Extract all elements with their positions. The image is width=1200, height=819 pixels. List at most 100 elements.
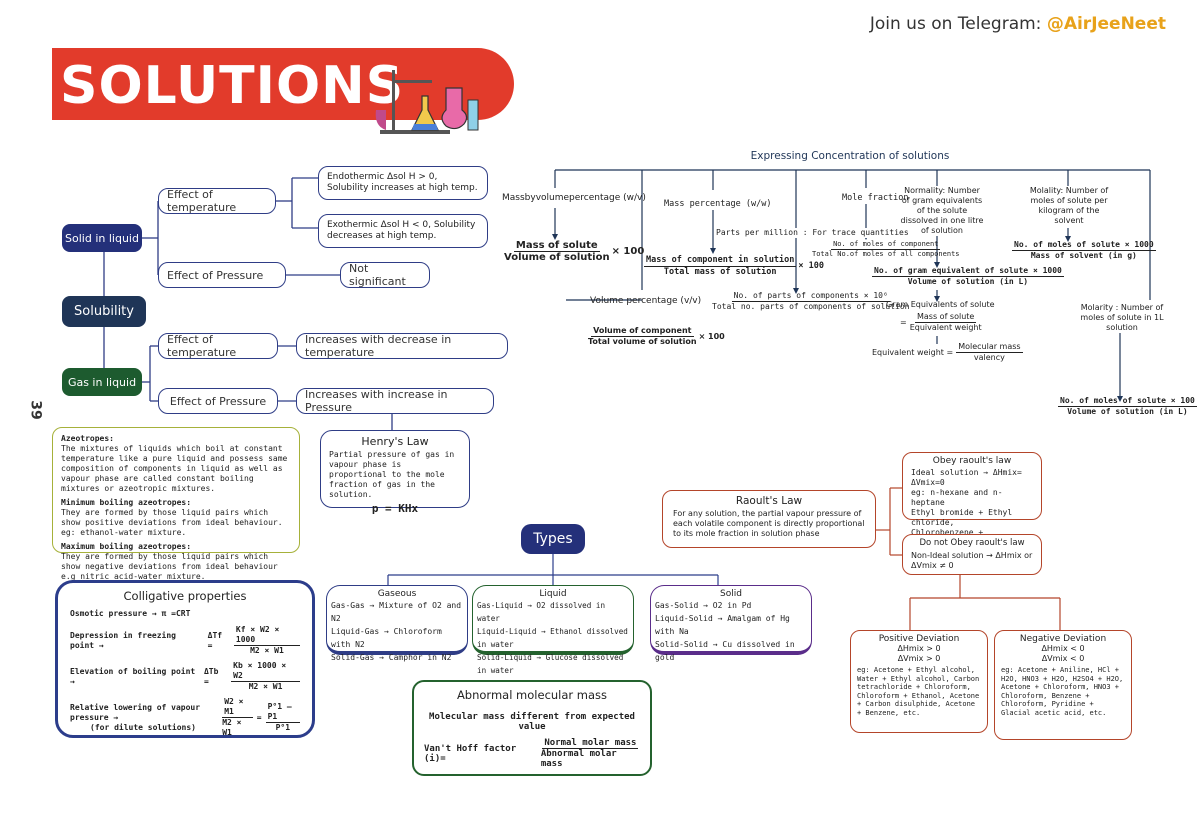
min-boiling-heading: Minimum boiling azeotropes: — [61, 498, 192, 507]
obey-raoult-line-1: Ideal solution → ΔHmix= ΔVmix=0 — [911, 468, 1022, 487]
colligative-title: Colligative properties — [123, 589, 247, 603]
page-title: SOLUTIONS — [60, 56, 405, 116]
not-obey-raoult-box: Do not Obey raoult's law Non-Ideal solut… — [902, 534, 1042, 575]
boiling-denominator: M2 × W1 — [248, 682, 283, 691]
positive-deviation-h: ΔHmix > 0 — [897, 644, 941, 653]
ww-numerator: Mass of component in solution — [644, 255, 797, 267]
vv-numerator: Volume of component — [591, 326, 694, 337]
henrys-law-box: Henry's Law Partial pressure of gas in v… — [320, 430, 470, 515]
boiling-label: Elevation of boiling point → — [70, 666, 196, 686]
freezing-denominator: M2 × W1 — [250, 646, 284, 655]
ww-label: Mass percentage (w/w) — [664, 199, 772, 209]
gram-equivalents-equals: = — [900, 317, 907, 327]
solid-box: Solid Gas-Solid → O2 in Pd Liquid-Solid … — [650, 585, 812, 662]
mf-numerator: No. of moles of component — [831, 240, 941, 250]
telegram-prefix: Join us on Telegram: — [869, 14, 1047, 34]
gaseous-line-3: Solid-Gas → Camphor in N2 — [331, 653, 452, 662]
positive-deviation-v: ΔVmix > 0 — [897, 654, 941, 663]
solid-temperature-node: Effect of temperature — [158, 188, 276, 214]
normality-numerator: No. of gram equivalent of solute × 1000 — [872, 266, 1064, 277]
osmotic-pressure: Osmotic pressure → π =CRT — [70, 609, 191, 618]
ww-denominator: Total mass of solution — [663, 267, 777, 277]
negative-deviation-examples: eg: Acetone + Aniline, HCl + H2O, HNO3 +… — [1001, 666, 1124, 717]
gas-pressure-result: Increases with increase in Pressure — [296, 388, 494, 414]
concentration-title: Expressing Concentration of solutions — [750, 150, 950, 162]
liquid-line-1: Gas-Liquid → O2 dissolved in water — [477, 601, 606, 623]
liquid-line-2: Liquid-Liquid → Ethanol dissolved in wat… — [477, 627, 628, 649]
negative-deviation-h: ΔHmix < 0 — [1041, 644, 1085, 653]
equivalent-weight-label: Equivalent weight = — [872, 347, 954, 357]
molality-numerator: No. of moles of solute × 1000 — [1012, 240, 1156, 251]
solid-line-1: Gas-Solid → O2 in Pd — [655, 601, 752, 610]
rlvp-numerator-2: P°1 – P1 — [265, 702, 301, 723]
normality-denominator: Volume of solution (in L) — [907, 277, 1029, 286]
raoults-law-box: Raoult's Law For any solution, the parti… — [662, 490, 876, 548]
solid-line-2: Liquid-Solid → Amalgam of Hg with Na — [655, 614, 790, 636]
telegram-handle[interactable]: @AirJeeNeet — [1046, 14, 1166, 34]
vant-hoff-numerator: Normal molar mass — [542, 738, 639, 749]
vant-hoff-denominator: Abnormal molar mass — [540, 749, 617, 769]
molarity-label: Molarity : Number of moles of solute in … — [1070, 303, 1174, 333]
vant-hoff-label: Van't Hoff factor (i)= — [424, 743, 517, 764]
molarity-denominator: Volume of solution (in L) — [1067, 407, 1188, 416]
liquid-line-3: Solid-Liquid → Glucose dissolved in wate… — [477, 653, 624, 675]
solid-line-3: Solid-Solid → Cu dissolved in gold — [655, 640, 795, 662]
wv-numerator: Mass of solute — [513, 240, 600, 252]
rlvp-numerator-1: W2 × M1 — [222, 697, 253, 718]
lab-flasks-icon — [375, 70, 479, 134]
obey-raoult-box: Obey raoult's law Ideal solution → ΔHmix… — [902, 452, 1042, 547]
henrys-law-title: Henry's Law — [361, 435, 429, 448]
solid-in-liquid-node: Solid in liquid — [62, 224, 142, 252]
not-significant-node: Not significant — [340, 262, 430, 288]
molarity-numerator: No. of moles of solute × 100 — [1058, 396, 1197, 407]
gaseous-line-2: Liquid-Gas → Chloroform with N2 — [331, 627, 442, 649]
freezing-label: Depression in freezing point → — [70, 630, 176, 650]
gram-equivalents-denominator: Equivalent weight — [909, 323, 982, 332]
min-boiling-text: They are formed by those liquid pairs wh… — [61, 508, 283, 537]
abnormal-mass-line: Molecular mass different from expected v… — [429, 712, 635, 732]
gas-pressure-node: Effect of Pressure — [158, 388, 278, 414]
rlvp-note: (for dilute solutions) — [90, 722, 196, 732]
colligative-box: Colligative properties Osmotic pressure … — [55, 580, 315, 738]
wv-label: Massbyvolumepercentage (w/v) — [502, 193, 646, 203]
mf-denominator: Total No.of moles of all components — [812, 250, 960, 258]
negative-deviation-title: Negative Deviation — [1019, 634, 1107, 644]
max-boiling-heading: Maximum boiling azeotropes: — [61, 542, 192, 551]
gas-temperature-result: Increases with decrease in temperature — [296, 333, 508, 359]
title-banner — [52, 48, 514, 120]
vv-label: Volume percentage (v/v) — [590, 296, 702, 306]
negative-deviation-box: Negative Deviation ΔHmix < 0 ΔVmix < 0 e… — [994, 630, 1132, 740]
endothermic-node: Endothermic Δsol H > 0, Solubility incre… — [318, 166, 488, 200]
molality-label: Molality: Number of moles of solute per … — [1029, 186, 1109, 225]
henrys-law-text: Partial pressure of gas in vapour phase … — [329, 450, 455, 499]
ppm-label: Parts per million : For trace quantities — [716, 228, 909, 238]
obey-raoult-title: Obey raoult's law — [932, 456, 1012, 466]
ppm-denominator: Total no. parts of components of solutio… — [712, 302, 910, 311]
ppm-numerator: No. of parts of components × 10⁶ — [731, 291, 890, 302]
boiling-numerator: Kb × 1000 × W2 — [231, 661, 300, 682]
types-node: Types — [521, 524, 585, 554]
abnormal-mass-title: Abnormal molecular mass — [456, 688, 608, 702]
abnormal-mass-box: Abnormal molecular mass Molecular mass d… — [412, 680, 652, 776]
equivalent-weight-numerator: Molecular mass — [956, 342, 1023, 353]
rlvp-label: Relative lowering of vapour pressure → — [70, 702, 201, 722]
solid-pressure-node: Effect of Pressure — [158, 262, 286, 288]
equivalent-weight-denominator: valency — [973, 353, 1005, 362]
exothermic-node: Exothermic Δsol H < 0, Solubility decrea… — [318, 214, 488, 248]
liquid-box: Liquid Gas-Liquid → O2 dissolved in wate… — [472, 585, 634, 675]
molality-denominator: Mass of solvent (in g) — [1030, 251, 1137, 260]
positive-deviation-examples: eg: Acetone + Ethyl alcohol, Water + Eth… — [857, 666, 980, 717]
raoults-law-text: For any solution, the partial vapour pre… — [673, 509, 865, 538]
wv-multiplier: × 100 — [611, 246, 645, 257]
boiling-lhs: ΔTb = — [203, 666, 219, 686]
gaseous-title: Gaseous — [377, 589, 417, 599]
raoults-law-title: Raoult's Law — [735, 495, 803, 507]
rlvp-equals: = — [256, 712, 262, 722]
henrys-law-formula: p = KHx — [371, 502, 419, 515]
negative-deviation-v: ΔVmix < 0 — [1041, 654, 1085, 663]
not-obey-raoult-line: Non-Ideal solution → ΔHmix or ΔVmix ≠ 0 — [911, 551, 1033, 570]
wv-denominator: Volume of solution — [504, 252, 610, 263]
freezing-numerator: Kf × W2 × 1000 — [233, 625, 300, 646]
gram-equivalents-numerator: Mass of solute — [914, 312, 977, 323]
obey-raoult-line-2: eg: n-hexane and n-heptane — [911, 488, 1003, 507]
